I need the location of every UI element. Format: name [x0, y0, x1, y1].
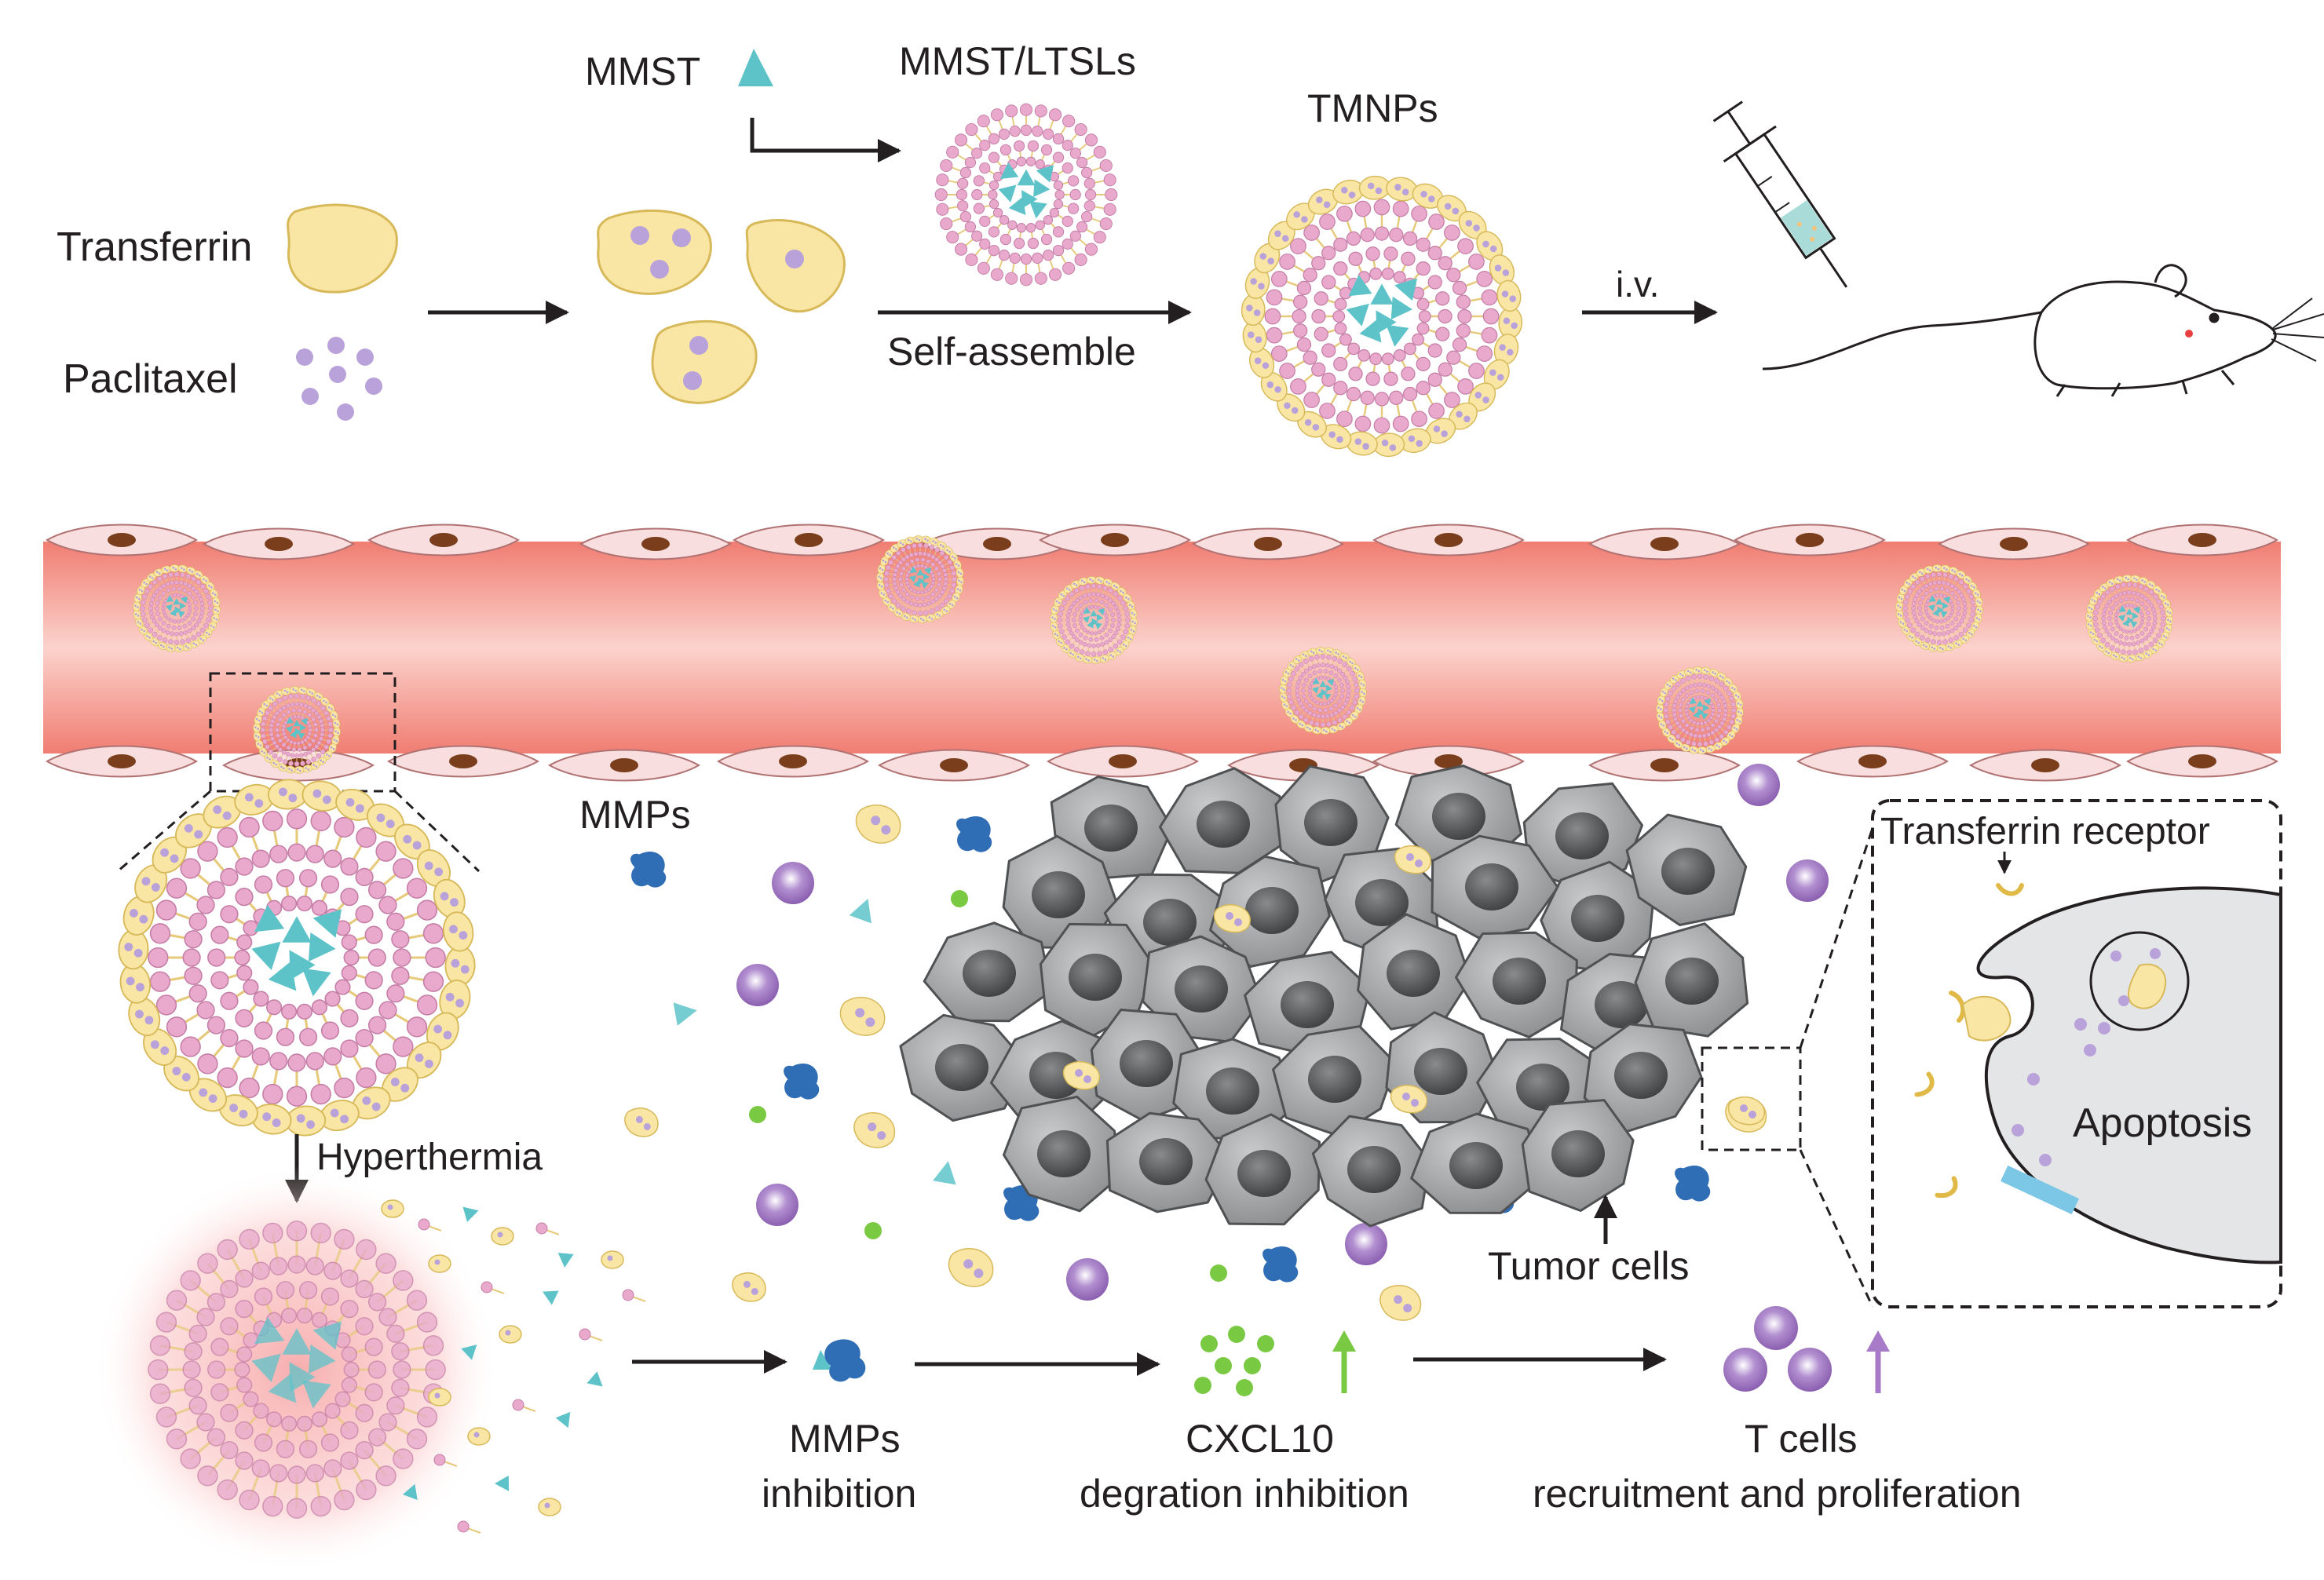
zoom-line-right [393, 790, 481, 873]
tcells-label: T cells [1745, 1417, 1858, 1461]
mouse-icon [1762, 264, 2324, 397]
endocytosed-transferrin [2127, 963, 2167, 1009]
mmps-inhibition-icon [813, 1339, 866, 1382]
circulating-tmnps [133, 535, 2173, 774]
transferrin-paclitaxel-complexes [597, 209, 846, 404]
mmst-label: MMST [585, 49, 700, 93]
tumor-zoom-box [1701, 1046, 1802, 1151]
endothelial-cells-top [45, 524, 2279, 560]
syringe-icon [1712, 100, 1848, 288]
mmst-ltsls-label: MMST/LTSLs [899, 39, 1136, 83]
tumor-zoom-line-bottom [1799, 1149, 1874, 1308]
tumor-cells-label: Tumor cells [1488, 1244, 1690, 1288]
released-paclitaxel-in-cell [2012, 948, 2161, 1166]
tmnps-label: TMNPs [1307, 86, 1438, 130]
cxcl10-label: CXCL10 [1186, 1417, 1334, 1461]
mmst-to-ltsl-arrow [750, 118, 901, 162]
cxcl10-sub-label: degration inhibition [1080, 1472, 1409, 1516]
paclitaxel-label: Paclitaxel [63, 356, 238, 402]
mmps-inhibition-label-1: MMPs [789, 1417, 901, 1461]
self-assemble-label: Self-assemble [887, 330, 1136, 374]
endosome [2089, 931, 2190, 1031]
tcells-icon [1723, 1306, 1832, 1392]
released-fragments [381, 1199, 646, 1534]
cxcl10-icon [1194, 1326, 1274, 1396]
tmnp-zoomed [118, 779, 476, 1137]
tcells-sub-label: recruitment and proliferation [1533, 1472, 2022, 1516]
endothelial-cells-bottom [45, 745, 2279, 782]
tmnp-nanoparticle [1241, 175, 1523, 458]
microtubule-icon [2001, 1165, 2079, 1215]
paclitaxel-dots-icon [296, 337, 382, 421]
transferrin-label: Transferrin [57, 224, 252, 270]
mmps-inhibition-label-2: inhibition [762, 1472, 916, 1516]
blood-vessel [43, 542, 2281, 754]
zoom-line-left [117, 790, 211, 873]
apoptosis-label: Apoptosis [2073, 1100, 2252, 1146]
transferrin-receptor-label: Transferrin receptor [1880, 811, 2210, 852]
tumor-cells-cluster [899, 764, 1765, 1228]
tmnp-releasing [148, 1221, 446, 1519]
tumor-cell-detail [1976, 886, 2282, 1264]
cxcl10-up-arrowhead [1332, 1330, 1356, 1352]
bound-transferrin [1961, 995, 2012, 1042]
mmst-triangle-icon [738, 49, 773, 86]
tcells-up-arrowhead [1866, 1330, 1890, 1352]
mouse-injection-point [2185, 330, 2193, 338]
iv-label: i.v. [1616, 264, 1659, 305]
tumor-zoom-line-top [1799, 827, 1874, 1049]
mmps-label: MMPs [579, 793, 691, 837]
transferrin-icon [287, 203, 398, 294]
hyperthermia-label: Hyperthermia [316, 1137, 543, 1178]
mmst-ltsl-liposome [934, 103, 1118, 286]
